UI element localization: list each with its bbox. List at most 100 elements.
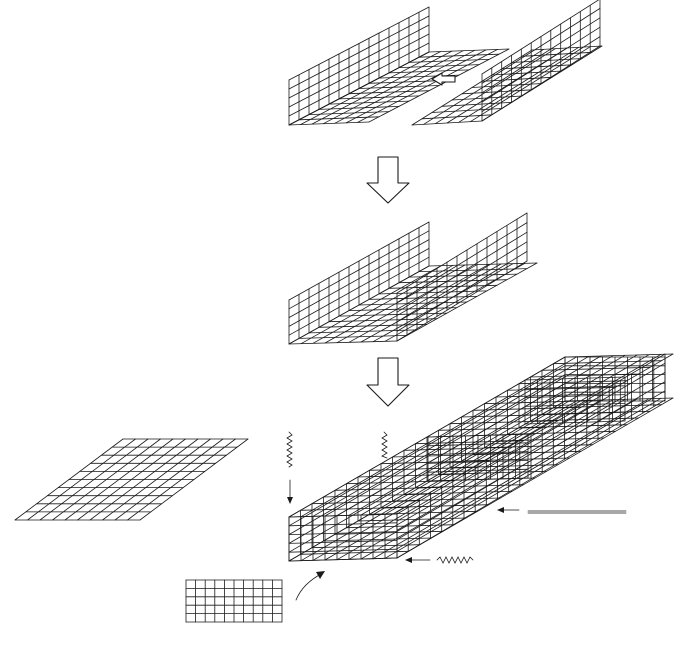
mesh-wire	[288, 340, 398, 345]
mesh-wire	[481, 17, 601, 94]
mesh-wire	[388, 69, 470, 74]
mesh-wire	[288, 356, 566, 518]
mesh-wire	[288, 24, 430, 99]
mesh-wire	[396, 212, 528, 294]
mesh-wire	[318, 106, 400, 110]
mesh-wire	[438, 426, 547, 431]
mesh-wire	[380, 460, 490, 465]
mesh-wire	[346, 480, 455, 485]
mesh-wire	[328, 318, 438, 323]
mesh-wire	[396, 262, 538, 342]
mesh-wire	[348, 307, 458, 312]
mesh-wire	[288, 247, 430, 327]
spiral-binder-icon	[527, 510, 627, 514]
mesh-wire	[418, 53, 500, 58]
mesh-wire	[308, 111, 390, 115]
mesh-wire	[396, 399, 666, 559]
mesh-wire	[334, 530, 444, 535]
spiral-binder-icon	[286, 431, 293, 468]
curved-arrow-icon	[295, 571, 325, 601]
mesh-wire	[288, 374, 566, 535]
mesh-wire	[396, 241, 528, 323]
mesh-wire	[481, 45, 601, 122]
spiral-binder-icon	[436, 556, 474, 564]
mesh-wire	[449, 420, 559, 425]
mesh-wire	[288, 239, 430, 319]
mesh-wire	[338, 312, 448, 317]
step-2-u-channel	[288, 212, 538, 345]
mesh-wire	[334, 486, 444, 491]
mesh-wire	[322, 50, 464, 125]
mesh-wire	[348, 90, 430, 95]
down-arrow-icon	[287, 479, 293, 504]
left-arrow-icon	[405, 557, 431, 563]
mesh-wire	[541, 366, 651, 371]
mesh-wire	[288, 513, 398, 518]
mesh-wire	[438, 470, 547, 475]
step-3-closed-box	[288, 353, 674, 562]
mesh-wire	[288, 391, 566, 553]
mesh-wire	[392, 453, 501, 458]
mesh-wire	[481, 26, 601, 103]
left-arrow-icon	[497, 507, 520, 513]
mesh-wire	[345, 49, 487, 124]
mesh-wire	[411, 49, 533, 126]
mesh-wire	[288, 121, 370, 126]
mesh-wire	[300, 265, 442, 345]
mesh-wire	[423, 48, 545, 125]
lid-panel	[14, 438, 249, 521]
mesh-wire	[288, 230, 430, 310]
mesh-wire	[298, 116, 380, 121]
mesh-wire	[334, 49, 476, 124]
mesh-wire	[338, 95, 420, 100]
mesh-wire	[398, 64, 480, 68]
mesh-wire	[396, 390, 666, 550]
step-1-panels	[288, 0, 603, 126]
mesh-wire	[396, 250, 528, 332]
mesh-wire	[288, 531, 398, 535]
mesh-wire	[434, 48, 556, 125]
mesh-wire	[368, 295, 478, 300]
mesh-wire	[323, 493, 432, 498]
mesh-wire	[358, 85, 440, 89]
mesh-wire	[311, 544, 421, 549]
mesh-wire	[481, 36, 601, 112]
end-panel	[185, 579, 283, 623]
mesh-wire	[518, 380, 628, 385]
mesh-wire	[288, 6, 430, 81]
mesh-wire	[300, 550, 409, 555]
mesh-wire	[396, 231, 528, 313]
mesh-wire	[318, 323, 428, 328]
mesh-wire	[360, 263, 502, 343]
mesh-wire	[299, 51, 441, 125]
mesh-wire	[288, 256, 430, 336]
mesh-wire	[288, 522, 398, 527]
mesh-wire	[396, 353, 666, 513]
mesh-wire	[348, 263, 490, 343]
mesh-wire	[288, 365, 566, 527]
mesh-wire	[312, 264, 454, 344]
mesh-wire	[396, 381, 666, 540]
mesh-wire	[288, 42, 430, 117]
mesh-wire	[323, 537, 432, 542]
mesh-wire	[428, 48, 510, 53]
mesh-wire	[288, 540, 398, 544]
mesh-wire	[288, 15, 430, 90]
mesh-wire	[288, 221, 430, 301]
mesh-wire	[358, 301, 468, 306]
mesh-wire	[495, 437, 605, 442]
mesh-wire	[324, 264, 466, 344]
down-arrow-icon	[366, 357, 410, 407]
mesh-wire	[481, 0, 600, 75]
mesh-wire	[472, 450, 582, 455]
mesh-wire	[553, 360, 662, 365]
mesh-wire	[408, 59, 490, 63]
mesh-wire	[311, 50, 453, 125]
mesh-wire	[288, 400, 566, 562]
spiral-binder-icon	[381, 431, 388, 459]
mesh-wire	[288, 265, 430, 345]
mesh-wire	[328, 100, 410, 105]
mesh-wire	[564, 353, 674, 358]
